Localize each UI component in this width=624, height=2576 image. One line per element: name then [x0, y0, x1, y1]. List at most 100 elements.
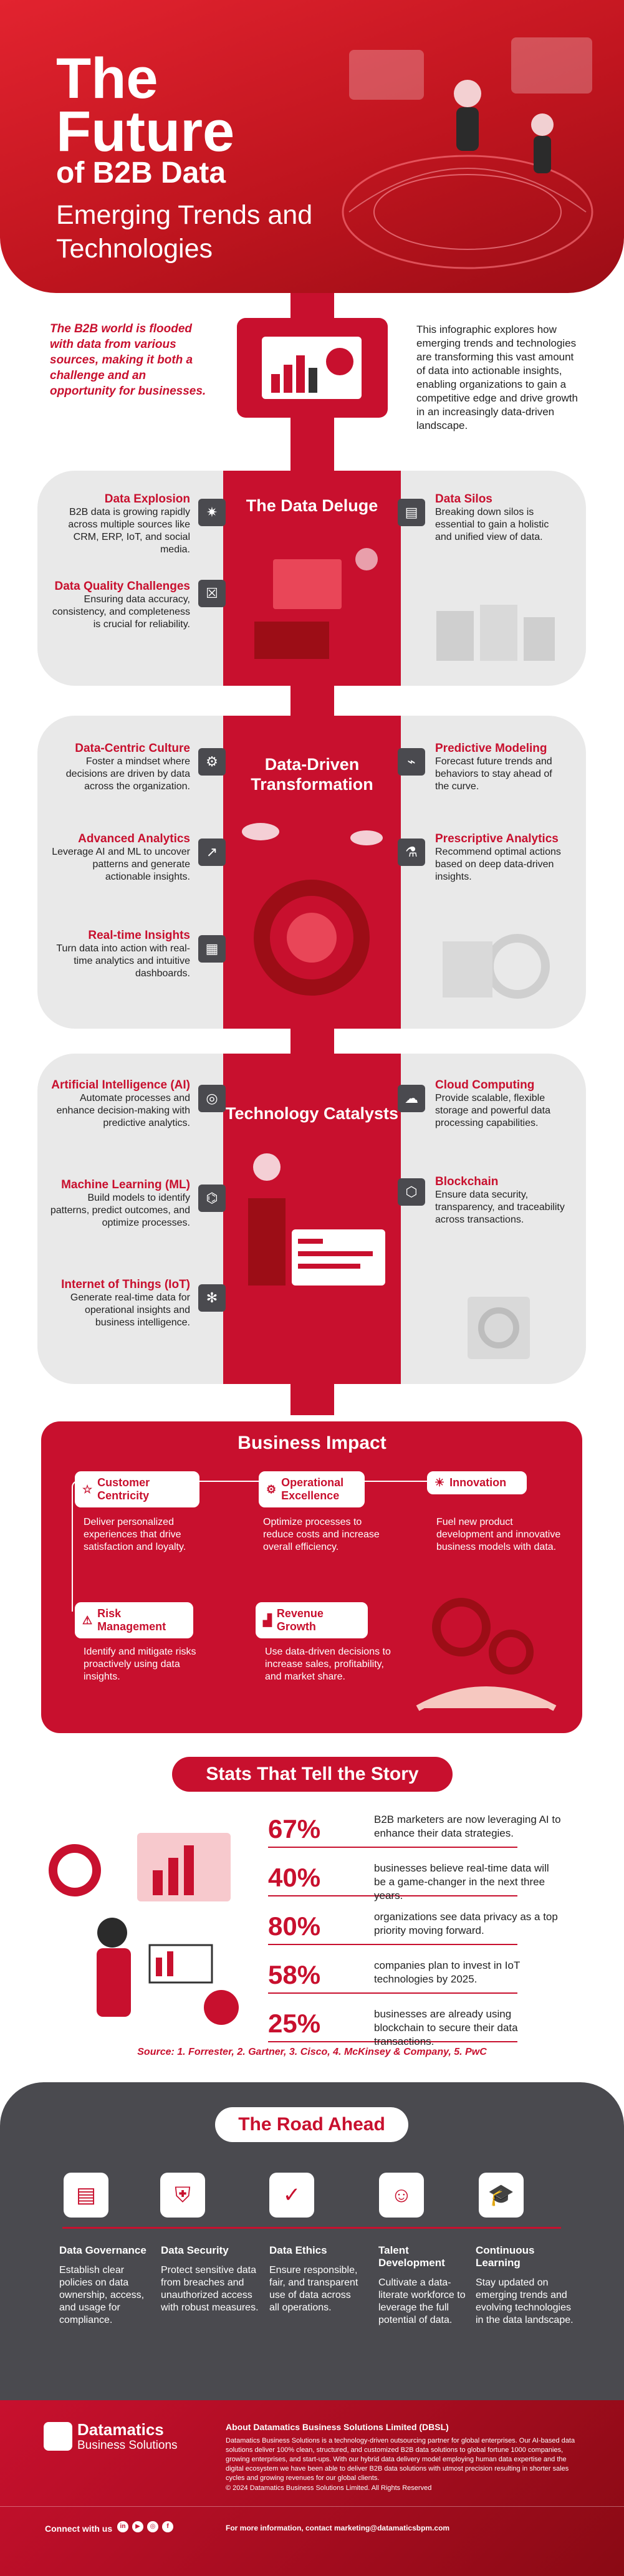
transform-item-2-text: Leverage AI and ML to uncover patterns a…	[52, 847, 190, 882]
transform-item-4: Predictive Modeling Forecast future tren…	[435, 742, 566, 793]
hero-title-line1: The	[56, 47, 158, 110]
catalyst-item-4-text: Provide scalable, flexible storage and p…	[435, 1093, 551, 1128]
culture-icon: ⚙	[198, 748, 226, 776]
impact-item-4-text: Identify and mitigate risks proactively …	[84, 1646, 196, 1682]
innovation-icon: ☀	[434, 1476, 445, 1489]
deluge-item-2-heading: Data Quality Challenges	[54, 580, 190, 593]
instagram-icon[interactable]: ◎	[147, 2521, 158, 2532]
stat-row-2-value: 40%	[268, 1863, 321, 1892]
brand-name: Datamatics	[77, 2420, 164, 2439]
catalyst-item-5-heading: Blockchain	[435, 1175, 499, 1188]
stat-row-4-divider	[268, 1992, 517, 1994]
stat-row-4-value: 58%	[268, 1960, 321, 1989]
road-item-3-text: Ensure responsible, fair, and transparen…	[269, 2265, 358, 2313]
customer-icon: ☆	[82, 1483, 93, 1496]
road-line	[62, 2227, 561, 2229]
transform-item-5-text: Recommend optimal actions based on deep …	[435, 847, 561, 882]
impact-item-1-heading: Customer Centricity	[97, 1476, 150, 1502]
impact-illustration	[416, 1598, 557, 1711]
deluge-item-3: Data Silos Breaking down silos is essent…	[435, 493, 560, 544]
deluge-item-2: Data Quality Challenges Ensuring data ac…	[50, 580, 190, 631]
road-item-2-text: Protect sensitive data from breaches and…	[161, 2265, 259, 2313]
catalyst-item-2-text: Build models to identify patterns, predi…	[50, 1193, 190, 1228]
stats-source: Source: 1. Forrester, 2. Gartner, 3. Cis…	[137, 2047, 487, 2057]
transform-item-3-heading: Real-time Insights	[88, 929, 190, 942]
realtime-icon: ▦	[198, 935, 226, 963]
transform-item-5: Prescriptive Analytics Recommend optimal…	[435, 832, 566, 883]
road-item-4: Talent Development Cultivate a data-lite…	[378, 2244, 472, 2327]
stat-row-2-divider	[268, 1895, 517, 1896]
road-item-1-text: Establish clear policies on data ownersh…	[59, 2265, 145, 2325]
footer	[0, 2400, 624, 2576]
analytics-icon: ↗	[198, 839, 226, 866]
deluge-item-3-text: Breaking down silos is essential to gain…	[435, 507, 549, 542]
road-item-4-heading: Talent Development	[378, 2244, 445, 2269]
stat-row-5: 25% businesses are already using blockch…	[268, 2002, 580, 2051]
stats-illustration	[49, 1833, 239, 2025]
stats-title: Stats That Tell the Story	[172, 1757, 453, 1792]
catalyst-item-3: Internet of Things (IoT) Generate real-t…	[50, 1278, 190, 1329]
iot-icon: ✻	[198, 1284, 226, 1312]
impact-item-1-box: ☆ Customer Centricity	[75, 1471, 199, 1507]
stat-row-5-divider	[268, 2041, 517, 2042]
prescriptive-icon: ⚗	[398, 839, 425, 866]
deluge-silos-illustration	[436, 605, 555, 661]
stat-row-1-divider	[268, 1847, 517, 1848]
ethics-icon: ✓	[269, 2173, 314, 2218]
catalyst-item-3-heading: Internet of Things (IoT)	[61, 1278, 190, 1291]
stat-row-5-text: businesses are already using blockchain …	[374, 2008, 518, 2047]
hero-banner: The Future of B2B Data Emerging Trends a…	[0, 0, 624, 293]
impact-item-5-heading: Revenue Growth	[276, 1607, 324, 1633]
blockchain-icon: ⬡	[398, 1178, 425, 1206]
transformation-center-panel: Data-Driven Transformation	[223, 716, 401, 1029]
road-item-5-heading: Continuous Learning	[476, 2244, 535, 2269]
catalyst-item-4-heading: Cloud Computing	[435, 1079, 535, 1092]
ml-icon: ⌬	[198, 1185, 226, 1212]
stat-row-1-text: B2B marketers are now leveraging AI to e…	[374, 1814, 561, 1839]
stat-row-3: 80% organizations see data privacy as a …	[268, 1905, 580, 1954]
security-icon: ⛨	[160, 2173, 205, 2218]
transform-item-1-heading: Data-Centric Culture	[75, 742, 190, 755]
operational-icon: ⚙	[266, 1483, 277, 1496]
catalysts-title: Technology Catalysts	[225, 1104, 399, 1123]
transform-item-3-text: Turn data into action with real-time ana…	[56, 943, 190, 979]
contact-text: For more information, contact marketing@…	[226, 2524, 450, 2532]
copyright: © 2024 Datamatics Business Solutions Lim…	[226, 2484, 432, 2492]
impact-item-1-text: Deliver personalized experiences that dr…	[84, 1517, 186, 1552]
transform-item-1: Data-Centric Culture Foster a mindset wh…	[50, 742, 190, 793]
stats-list: 67% B2B marketers are now leveraging AI …	[268, 1808, 580, 2051]
youtube-icon[interactable]: ▶	[132, 2521, 143, 2532]
road-item-2: Data Security Protect sensitive data fro…	[161, 2244, 261, 2314]
intro-illustration	[237, 318, 388, 418]
talent-icon: ☺	[379, 2173, 424, 2218]
transform-item-1-text: Foster a mindset where decisions are dri…	[65, 756, 190, 792]
stat-row-3-divider	[268, 1944, 517, 1945]
cloud-icon: ☁	[398, 1085, 425, 1112]
catalysts-illustration	[248, 1153, 385, 1286]
impact-item-4-heading: Risk Management	[97, 1607, 166, 1633]
linkedin-icon[interactable]: in	[117, 2521, 128, 2532]
impact-item-3-heading: Innovation	[449, 1476, 507, 1489]
transform-item-2-heading: Advanced Analytics	[78, 832, 190, 845]
hero-title-line2: Future	[56, 100, 235, 163]
transform-item-3: Real-time Insights Turn data into action…	[50, 929, 190, 980]
road-item-1-heading: Data Governance	[59, 2244, 146, 2256]
stat-row-1-value: 67%	[268, 1814, 321, 1843]
facebook-icon[interactable]: f	[162, 2521, 173, 2532]
catalyst-item-1-text: Automate processes and enhance decision-…	[56, 1093, 190, 1128]
impact-item-3-box: ☀ Innovation	[427, 1471, 527, 1494]
road-item-3-heading: Data Ethics	[269, 2244, 327, 2256]
catalysts-server-illustration	[468, 1297, 530, 1359]
deluge-item-1-text: B2B data is growing rapidly across multi…	[68, 507, 190, 555]
brand-tagline: Business Solutions	[77, 2439, 178, 2452]
stat-row-2: 40% businesses believe real-time data wi…	[268, 1857, 580, 1905]
catalyst-item-2-heading: Machine Learning (ML)	[61, 1178, 190, 1191]
transform-item-2: Advanced Analytics Leverage AI and ML to…	[50, 832, 190, 883]
intro-left-text: The B2B world is flooded with data from …	[50, 322, 206, 398]
stat-row-1: 67% B2B marketers are now leveraging AI …	[268, 1808, 580, 1857]
transform-item-5-heading: Prescriptive Analytics	[435, 832, 559, 845]
intro-right-text: This infographic explores how emerging t…	[416, 324, 578, 431]
road-item-5: Continuous Learning Stay updated on emer…	[476, 2244, 575, 2327]
road-item-5-text: Stay updated on emerging trends and evol…	[476, 2277, 574, 2325]
catalyst-item-3-text: Generate real-time data for operational …	[70, 1292, 190, 1328]
